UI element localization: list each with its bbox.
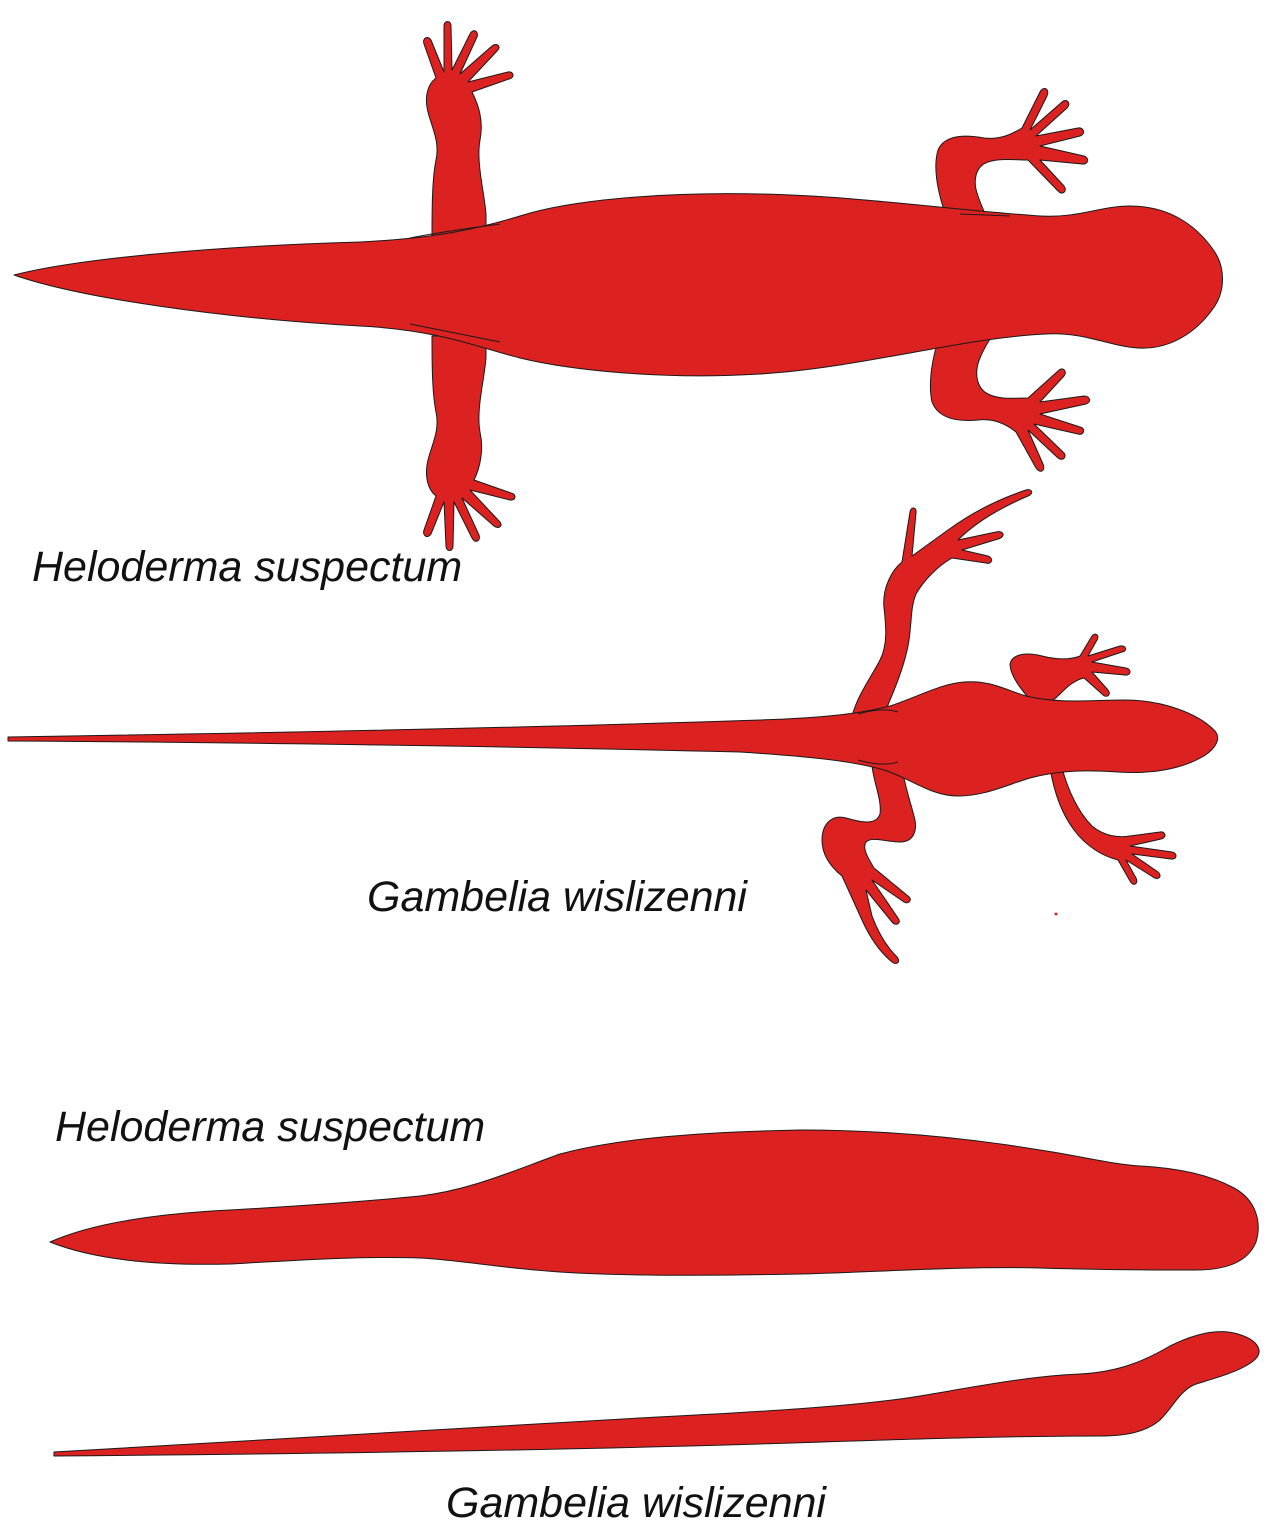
stray-speck (1055, 913, 1058, 916)
gambelia-dorsal-hind-upper-limb (852, 490, 1032, 716)
heloderma-dorsal-body (14, 194, 1223, 376)
heloderma-lateral-label: Heloderma suspectum (55, 1106, 485, 1149)
heloderma-dorsal-hind-lower-limb (424, 336, 515, 551)
gambelia-dorsal-label: Gambelia wislizenni (367, 876, 747, 919)
heloderma-lateral-silhouette (50, 1130, 1258, 1275)
gambelia-dorsal-body (8, 682, 1218, 796)
gambelia-dorsal-front-upper-limb (1010, 634, 1130, 706)
heloderma-dorsal-front-upper-limb (936, 89, 1088, 222)
heloderma-dorsal-label: Heloderma suspectum (32, 546, 462, 589)
heloderma-dorsal-silhouette (14, 22, 1223, 551)
gambelia-dorsal-front-lower-limb (1050, 768, 1176, 884)
heloderma-dorsal-hind-upper-limb (424, 22, 513, 239)
gambelia-lateral-label: Gambelia wislizenni (446, 1482, 826, 1525)
gambelia-lateral-silhouette (54, 1332, 1259, 1456)
heloderma-dorsal-front-lower-limb (930, 336, 1089, 471)
gambelia-dorsal-hind-lower-limb (822, 766, 915, 963)
